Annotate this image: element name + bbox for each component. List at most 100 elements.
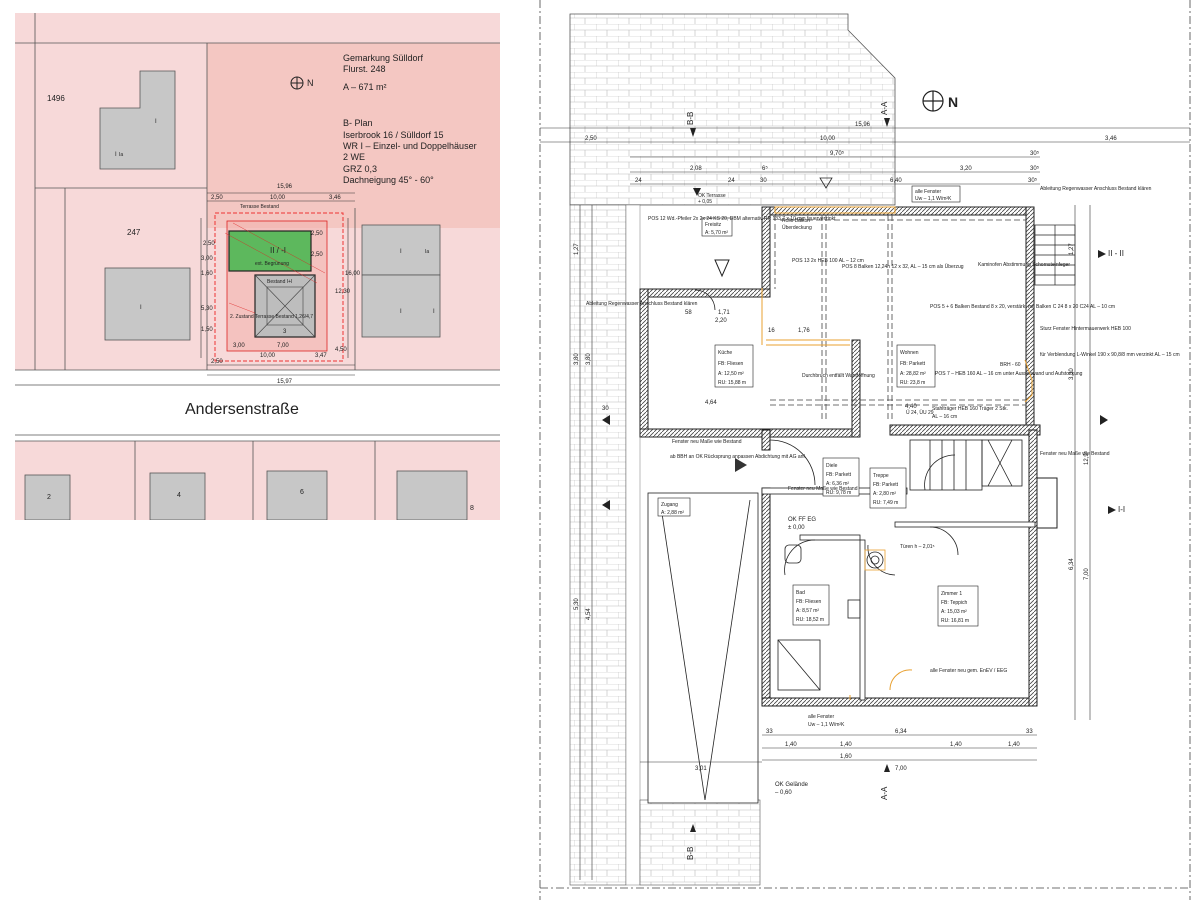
note: Fenster neu Maße wie Bestand [672,439,742,445]
note: Rollo Balkon [782,218,810,224]
terrace-note: Terrasse Bestand [240,204,279,210]
section-label: A-A [880,101,889,115]
note: Sturz Fenster Hintermauerwerk HEB 100 [1040,326,1131,332]
room-ru: RU: 23,8 m [900,380,925,386]
dim-right: 3,30 [1069,368,1075,380]
side-dim-lines [579,205,1091,880]
area-text: A – 671 m² [343,82,387,92]
side-paving [569,204,627,886]
note: alle Fenster [915,189,941,195]
external-stair [1034,224,1076,286]
dim-bottom-inner: 3,00 [233,343,245,349]
dim-left: 1,50 [201,327,213,333]
dim-top: 24 [635,178,642,184]
subject-parcel-tint [207,43,500,228]
building-label: I [115,152,117,158]
bottom-dim-lines [640,734,1037,763]
north-arrow: N [922,90,958,112]
parcel-number: 1496 [47,94,65,103]
dim-left: 2,50 [203,241,215,247]
room-ru: RU: 7,49 m [873,500,898,506]
dim-top: 10,00 [820,136,836,142]
dim-bottom: 3,47 [315,353,327,359]
dim-misc: 16 [768,328,775,334]
dim-top: 24 [728,178,735,184]
dim-top: 30⁵ [1028,177,1038,184]
inner-label: 3 [283,329,287,335]
dim-bottom: 7,00 [895,766,907,772]
dim-right: 6,34 [1069,558,1075,570]
dim-bottom: 10,00 [260,353,276,359]
room-area: A: 5,70 m² [705,230,728,236]
dim-top: 9,70⁵ [830,150,845,157]
dim-top: 6,40 [890,178,902,184]
dim-misc: 30 [602,406,609,412]
dim-bottom: 33 [1026,729,1033,735]
property-boundary [539,0,1191,900]
grz-text: GRZ 0,3 [343,164,377,174]
green-note: ext. Begrünung [255,261,289,267]
dim-left: 3,00 [201,256,213,262]
room-name: Bad [796,590,805,596]
bplan-ref-text: Iserbrook 16 / Sülldorf 15 [343,130,444,140]
room-area: A: 15,03 m² [941,609,967,615]
dim-top: 30⁵ [1030,150,1040,157]
note: für Verblendung L-Winkel 190 x 90,8/8 mm… [1040,352,1180,358]
dim-left: 1,60 [201,271,213,277]
dim-misc: 4,40 [905,404,917,410]
dim-bottom: 1,40 [950,742,962,748]
flurst-text: Flurst. 248 [343,64,386,74]
dim-top: 6⁵ [762,165,768,172]
dim-misc: 2,20 [715,318,727,324]
note: Ableitung Regenwasser Anschluss Bestand … [586,301,698,307]
room-area: A: 2,88 m² [661,510,684,516]
note: POS 7 – HEB 160 AL – 16 cm unter Aussenw… [935,371,1083,377]
room-ru: RU: 18,52 m [796,617,824,623]
dim-top: 2,50 [585,136,597,142]
side-arrows [602,415,1108,510]
section-label: B-B [686,112,695,125]
side-note: 2. Zustand Terrasse Bestand [230,314,294,320]
level-label: OK FF EG [788,517,816,523]
dim-misc: 1,76 [798,328,810,334]
note: Uw – 1,1 W/m²K [808,722,845,728]
note: Kaminofen Abstimmung Schornsteinfeger [978,262,1070,268]
note: POS 8 Balken 12,24h 12 x 32, AL – 15 cm … [842,263,964,270]
section-label: A-A [880,786,889,800]
gemarkung-text: Gemarkung Sülldorf [343,53,424,63]
note: BRH - 60 [1000,362,1021,368]
fixtures [777,544,886,691]
level-label: OK Terrasse [698,193,726,199]
zoning-text: WR I – Einzel- und Doppelhäuser [343,141,477,151]
stair [909,439,1023,491]
front-paving [639,799,761,886]
note: AL – 16 cm [932,414,957,420]
dim-top-total: 15,96 [277,184,293,190]
room-fb: FB: Fliesen [796,599,822,605]
room-area: A: 28,82 m² [900,371,926,377]
room-name: Diele [826,463,838,469]
room-ru: RU: 16,81 m [941,618,969,624]
note: POS 12 Wd.-Pfeiler 2x 2x 24 KS 20, DBM a… [648,216,836,222]
terrace-paving [569,13,896,206]
note: alle Fenster [808,714,834,720]
dim-right: 4,50 [335,347,347,353]
top-dim-lines [540,127,1190,185]
parcel-number: 4 [177,492,181,499]
dim-right: 7,00 [1084,568,1090,580]
neighbour-buildings [24,70,468,521]
dim-right: 2,50 [311,231,323,237]
dim-bottom: 2,50 [211,359,223,365]
building-label: I [400,249,402,255]
room-ru: RU: 15,88 m [718,380,746,386]
dim-bottom: 1,40 [1008,742,1020,748]
room-area: A: 6,36 m² [826,481,849,487]
building-label: Ia [119,152,123,158]
dim-right: 2,50 [311,252,323,258]
note: Türen h – 2,01⁵ [900,544,935,550]
dim-top: 3,20 [960,166,972,172]
dim-left: 5,30 [201,306,213,312]
note: Ableitung Regenwasser Anschluss Bestand … [1040,186,1152,192]
note: POS 5 + 6 Balken Bestand 8 x 20, verstär… [930,304,1115,310]
note: POS 13 2x HEB 100 AL – 12 cm [792,258,864,264]
